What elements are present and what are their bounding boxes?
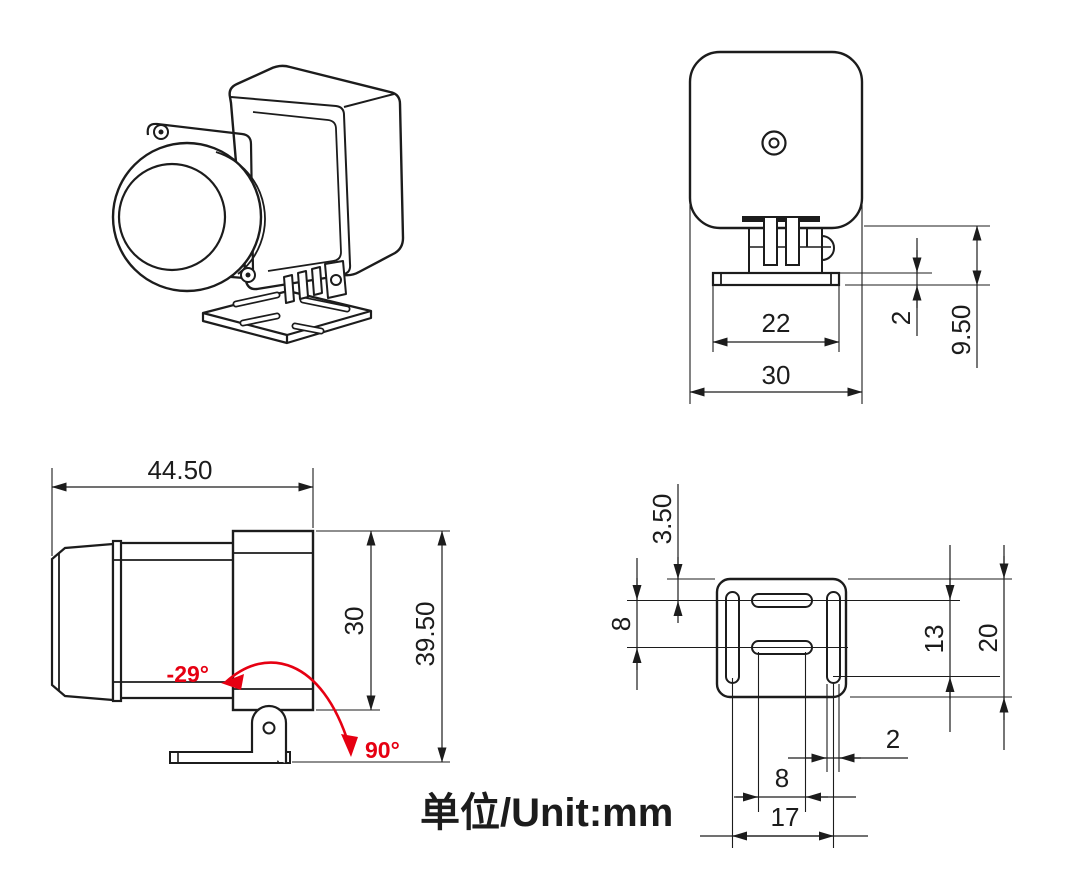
- side-total-height-label: 39.50: [410, 601, 440, 666]
- rotation-range-arc: [225, 661, 351, 746]
- rear-mount-height-label: 9.50: [946, 305, 976, 356]
- rear-mount-prong-left: [763, 216, 778, 266]
- camera-top-face-edge: [343, 93, 395, 108]
- rotation-arc-arrowhead-up: [221, 674, 244, 690]
- bottom-side-slot-span-label: 13: [919, 625, 949, 654]
- rear-mount-pedestal: [748, 228, 835, 273]
- bottom-slot-top-offset-label: 3.50: [647, 494, 677, 545]
- rear-plate-width-label: 22: [762, 308, 791, 338]
- rear-mount-prong-right: [785, 216, 800, 266]
- bottom-plate-outline: [715, 577, 848, 699]
- bottom-slot-right: [826, 591, 841, 684]
- tilt-down-angle-label: 90°: [365, 737, 400, 763]
- rear-center-screw-inner: [768, 137, 780, 149]
- bottom-slot-center-span-label: 17: [771, 802, 800, 832]
- bracket-plate-thickness: [201, 311, 373, 345]
- camera-front-face-edge: [230, 96, 352, 275]
- side-lens-barrel: [121, 541, 233, 700]
- rear-mount-slot-strip: [742, 216, 820, 222]
- side-bracket-plate: [169, 751, 291, 764]
- tilt-up-angle-label: -29°: [167, 661, 209, 687]
- side-body-edges: [233, 552, 313, 690]
- bracket-mount-fingers-3d: [283, 260, 347, 304]
- plate-screw-bottom-dot: [245, 272, 251, 278]
- unit-label: 单位/Unit:mm: [420, 791, 673, 835]
- bottom-slot-left: [725, 591, 740, 684]
- side-body-outline: [231, 529, 315, 712]
- bottom-extension-lines: [627, 578, 1012, 848]
- rear-view: [688, 50, 990, 404]
- rear-base-plate: [711, 271, 841, 287]
- plate-screw-top-dot: [158, 129, 164, 135]
- lens-front-glass: [117, 162, 227, 272]
- lens-barrel-arc: [215, 151, 266, 275]
- rotation-arc-arrowhead-down: [341, 734, 358, 757]
- side-view: [50, 468, 450, 764]
- camera-front-bezel: [252, 111, 342, 272]
- rear-base-plate-ticks: [720, 273, 832, 285]
- bracket-plate-slots: [232, 291, 351, 335]
- rear-body-width-label: 30: [762, 360, 791, 390]
- side-barrel-tangents: [113, 559, 233, 683]
- isometric-view: [111, 64, 405, 345]
- side-lens-cap: [50, 542, 115, 702]
- camera-body-3d: [228, 64, 405, 291]
- bottom-slot-width-label: 2: [886, 724, 900, 754]
- bottom-plate-depth-label: 20: [973, 624, 1003, 653]
- bottom-slot-row-spacing-label: 8: [606, 617, 636, 631]
- bottom-slot-length-label: 8: [775, 763, 789, 793]
- side-pivot-hole: [262, 721, 276, 735]
- side-body-height-label: 30: [339, 607, 369, 636]
- side-total-length-label: 44.50: [147, 455, 212, 485]
- rear-plate-thickness-label: 2: [886, 311, 916, 325]
- side-focus-ring: [111, 539, 123, 703]
- bracket-bottom-view: [627, 484, 1012, 848]
